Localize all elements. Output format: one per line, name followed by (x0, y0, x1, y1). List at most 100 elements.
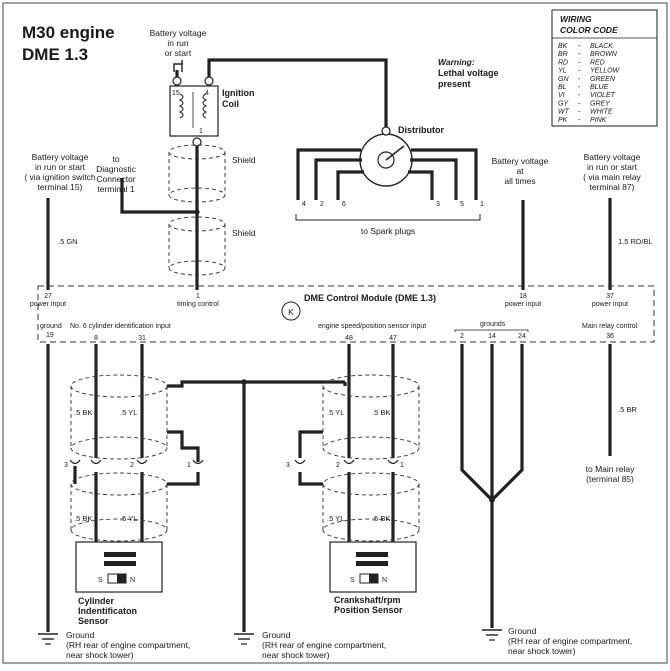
batt-mid-line1: Battery voltage (492, 156, 549, 166)
ground-left-line2: (RH rear of engine compartment, (66, 640, 190, 650)
distributor-label: Distributor (398, 125, 444, 135)
shield-label-lower: Shield (232, 228, 256, 238)
cyl-sensor-line1: Cylinder (78, 596, 115, 606)
crank-conn-pin-2: 2 (336, 462, 340, 469)
color-code-abbrev: BL (558, 84, 567, 91)
batt-left-line2: in run or start (35, 162, 86, 172)
ground-left-line3: near shock tower) (66, 650, 134, 660)
ground-splice (489, 497, 495, 503)
cyl-sensor-n: N (130, 577, 135, 584)
coil-supply-line2: in run (167, 38, 189, 48)
warning-line3: present (438, 79, 471, 89)
plug-lead-4 (296, 148, 361, 200)
color-code-abbrev: RD (558, 59, 568, 66)
ground-left-line1: Ground (66, 630, 95, 640)
color-code-name: BROWN (590, 51, 618, 58)
speed-pin-48: 48 (345, 335, 353, 342)
color-code-dash: - (578, 51, 581, 58)
crank-yl-lower-code: .5 YL (327, 514, 344, 523)
pin-18-num: 18 (519, 293, 527, 300)
batt-mid-line3: all times (504, 176, 535, 186)
color-code-name: WHITE (590, 109, 613, 116)
speed-input-label: engine speed/position sensor input (318, 323, 426, 330)
cyl-input-label: No. 6 cylinder identification input (70, 323, 171, 330)
batt-left-line4: terminal 15) (38, 182, 83, 192)
crank-shield-drain-lower (298, 472, 323, 486)
pin-37-label: power input (592, 301, 628, 308)
relay-pin-36: 36 (606, 333, 614, 340)
warning-line2: Lethal voltage (438, 68, 499, 78)
title-line1: M30 engine (22, 23, 115, 42)
coil-to-distributor-lead (207, 58, 388, 128)
ground-pin-14: 14 (488, 333, 496, 340)
ground-symbol-right (482, 629, 502, 641)
color-code-rows: BK-BLACKBR-BROWNRD-REDYL-YELLOWGN-GREENB… (558, 43, 621, 124)
crank-bk-lower-code: .5 BK (372, 514, 390, 523)
cyl-connector (69, 459, 204, 465)
color-code-abbrev: WT (558, 109, 570, 116)
crank-yl-upper-code: .5 YL (327, 408, 344, 417)
shield-junction (241, 379, 247, 385)
color-code-name: BLUE (590, 84, 609, 91)
batt-left-wire-code: .5 GN (58, 237, 78, 246)
color-code-dash: - (578, 117, 581, 124)
shield-upper (168, 144, 226, 203)
distributor-pin-label: 5 (460, 201, 464, 208)
coil-name-line2: Coil (222, 99, 239, 109)
batt-right-line2: in run or start (587, 162, 638, 172)
dme-module-box (37, 285, 655, 343)
cyl-pin-8: 8 (94, 335, 98, 342)
crank-shield-lower (322, 472, 420, 542)
main-relay-wire-code: .5 BR (618, 405, 637, 414)
ground-wire-24 (490, 344, 524, 502)
distributor-pin-label: 6 (342, 201, 346, 208)
batt-right-wire-code: 1.5 RD/BL (618, 237, 653, 246)
distributor (359, 126, 413, 187)
shield-label-upper: Shield (232, 155, 256, 165)
color-code-name: GREEN (590, 76, 616, 83)
ground-mid-line1: Ground (262, 630, 291, 640)
diagnostic-wire (120, 178, 197, 214)
distributor-pin-label: 4 (302, 201, 306, 208)
crank-conn-pin-1: 1 (400, 462, 404, 469)
coil-pin-4: 4 (205, 90, 209, 97)
dme-logo-letter: K (288, 307, 294, 317)
coil-supply-line3: or start (165, 48, 192, 58)
dme-module-name: DME Control Module (DME 1.3) (304, 293, 436, 303)
shield-lower (168, 216, 226, 276)
warning-line1: Warning: (438, 57, 475, 67)
ground-right-line3: near shock tower) (508, 646, 576, 656)
ground-symbol-middle (234, 633, 254, 645)
crank-shield-upper (322, 374, 420, 460)
coil-supply-wire (173, 63, 183, 72)
batt-right-line3: ( via main relay (583, 172, 641, 182)
shield-common-line (167, 380, 345, 388)
crank-sensor-line2: Position Sensor (334, 605, 403, 615)
coil-pin-1: 1 (199, 128, 203, 135)
dme-logo (281, 301, 301, 321)
cyl-conn-pin-1: 1 (187, 462, 191, 469)
coil-supply-line1: Battery voltage (150, 28, 207, 38)
ground-label: ground (40, 323, 62, 330)
color-code-abbrev: VI (558, 92, 565, 99)
cyl-conn-pin-3: 3 (64, 462, 68, 469)
ground-wire-2 (460, 344, 494, 502)
cyl-bk-lower-code: .5 BK (74, 514, 92, 523)
pin-27-label: power input (30, 301, 66, 308)
relay-label: Main relay control (582, 323, 638, 330)
speed-pin-47: 47 (389, 335, 397, 342)
color-code-abbrev: BK (558, 43, 568, 50)
batt-right-line1: Battery voltage (584, 152, 641, 162)
color-code-title1: WIRING (560, 14, 592, 24)
color-code-legend: WIRING COLOR CODE BK-BLACKBR-BROWNRD-RED… (551, 9, 658, 127)
ground-pin-19: 19 (46, 332, 54, 339)
plug-lead-3 (408, 170, 434, 200)
diagnostic-line3: Connector (96, 174, 135, 184)
cyl-shield-drain (167, 430, 200, 462)
cyl-sensor-line3: Sensor (78, 616, 109, 626)
crank-conn-pin-3: 3 (286, 462, 290, 469)
pin-1-label: timing control (177, 301, 219, 308)
cyl-sensor (75, 541, 163, 593)
